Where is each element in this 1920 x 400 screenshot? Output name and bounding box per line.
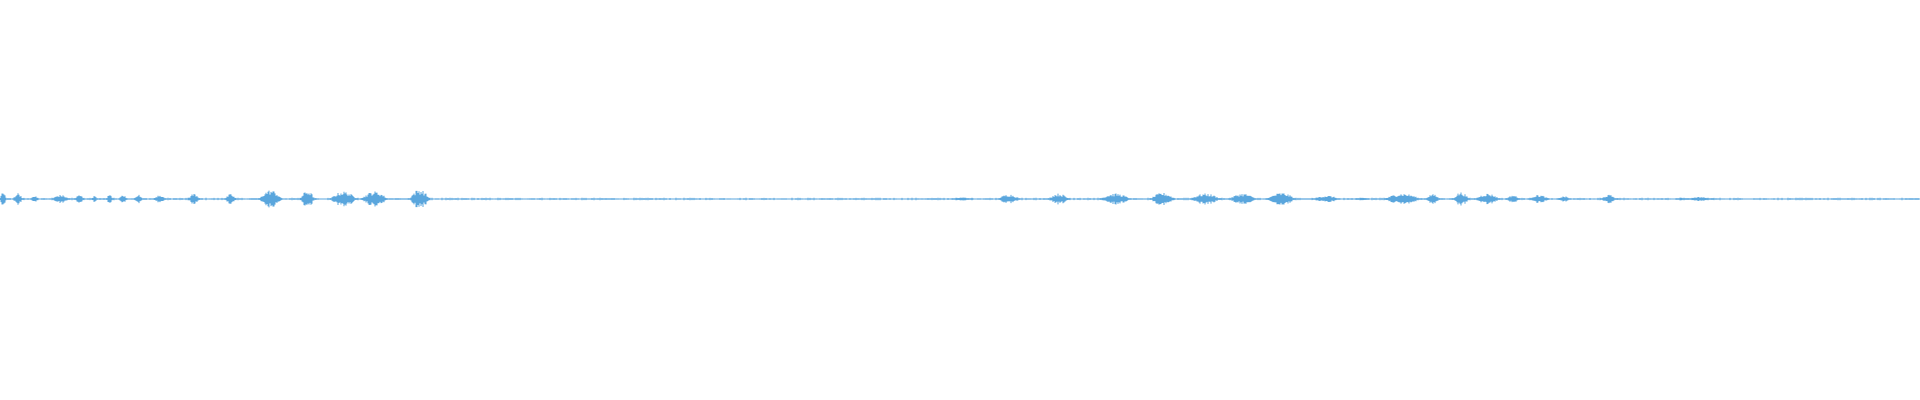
waveform-segment <box>224 194 237 204</box>
waveform-segment <box>1474 193 1501 205</box>
waveform-segment <box>1600 194 1618 204</box>
waveform-segment <box>360 191 389 207</box>
waveform-segment <box>258 190 283 208</box>
waveform-segment <box>1556 196 1572 202</box>
waveform-segment <box>1424 194 1441 204</box>
waveform-segment <box>0 193 7 205</box>
waveform-segments <box>0 190 1919 208</box>
waveform-segment <box>118 195 128 203</box>
waveform-segment <box>997 194 1021 204</box>
waveform-segment <box>329 191 358 207</box>
waveform-segment <box>951 197 974 201</box>
waveform-segment <box>30 196 39 202</box>
waveform-segment <box>1047 193 1070 205</box>
waveform-segment <box>105 195 114 203</box>
waveform-segment <box>133 194 143 204</box>
waveform-segment <box>1687 197 1714 201</box>
waveform-segment <box>1228 194 1257 204</box>
waveform-segment <box>1099 193 1132 205</box>
waveform-segment <box>187 194 201 204</box>
waveform-segment <box>1527 194 1550 204</box>
waveform-segment <box>1189 193 1222 205</box>
waveform-segment <box>1383 194 1422 204</box>
waveform-segment <box>153 195 166 203</box>
waveform-segment <box>1452 192 1470 206</box>
waveform-segment <box>1149 192 1176 206</box>
waveform-segment <box>1675 197 1689 201</box>
waveform-segment <box>51 194 70 204</box>
waveform-segment <box>299 192 316 206</box>
waveform-segment <box>91 196 99 202</box>
waveform-segment <box>1312 195 1341 203</box>
waveform-segment <box>1506 195 1520 203</box>
waveform-segment <box>74 195 85 203</box>
waveform-segment <box>408 190 431 208</box>
waveform-segment <box>1266 193 1297 205</box>
waveform-segment <box>12 193 24 205</box>
waveform-segment <box>1356 197 1370 201</box>
